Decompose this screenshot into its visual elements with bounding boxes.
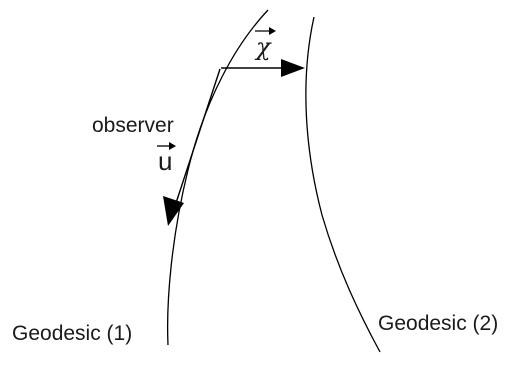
geodesic-2-curve [305,16,381,353]
observer-label: observer [92,114,174,137]
observer-velocity-arrowhead [163,196,184,226]
separation-vector-arrowhead [281,59,305,77]
geodesic-1-curve [166,9,269,346]
geodesic-2-label: Geodesic (2) [378,312,498,335]
u-vector-mark-head [169,142,176,150]
observer-velocity-arrow-shaft [175,68,221,204]
geodesic-1-label: Geodesic (1) [12,322,132,345]
chi-vector-mark-head [269,27,276,35]
separation-vector-label: χ [254,33,272,61]
observer-vector-label: u [158,146,172,176]
